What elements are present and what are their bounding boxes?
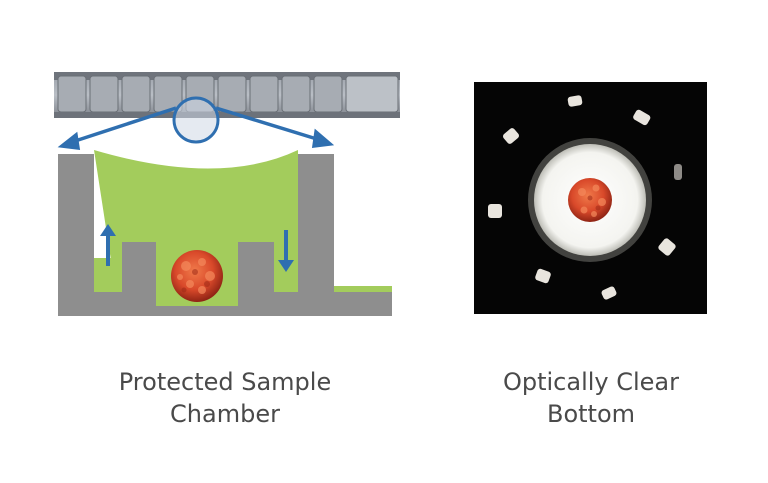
magnifier-lens [172, 96, 220, 144]
chamber-diagram [54, 72, 402, 316]
left-outer-wall [58, 154, 94, 294]
left-caption-line2: Chamber [170, 400, 280, 428]
zoom-arrows [57, 106, 335, 151]
right-outer-wall [298, 154, 334, 294]
right-caption: Optically Clear Bottom [456, 366, 726, 430]
plate-wells [57, 75, 399, 113]
spheroid-photo [568, 178, 612, 222]
right-caption-line1: Optically Clear [502, 368, 680, 396]
optically-clear-bottom-figure [474, 82, 707, 314]
chamber-cross-section [58, 150, 392, 316]
right-caption-line2: Bottom [546, 400, 636, 428]
microplate [54, 72, 402, 118]
spheroid [171, 250, 223, 302]
microscopy-image [474, 82, 707, 314]
well-reflections [488, 95, 682, 300]
protected-sample-chamber-figure [50, 62, 402, 320]
flow-up-arrow [100, 224, 116, 266]
left-caption-line1: Protected Sample [118, 368, 332, 396]
flow-down-arrow [278, 230, 294, 272]
left-caption: Protected Sample Chamber [60, 366, 390, 430]
chamber-floor [58, 306, 392, 316]
